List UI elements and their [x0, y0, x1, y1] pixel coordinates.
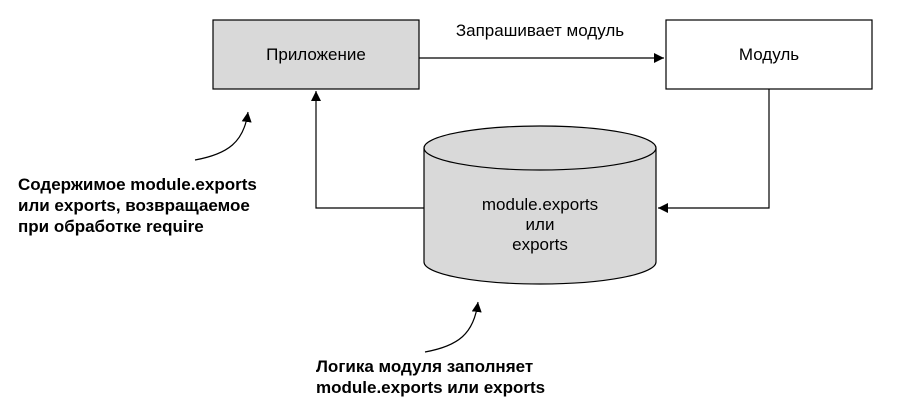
callout-returned-line-3: при обработке require [18, 217, 204, 236]
request-edge: Запрашивает модуль [419, 21, 664, 63]
app-label: Приложение [266, 45, 366, 64]
callout-returned: Содержимое module.exports или exports, в… [18, 175, 257, 236]
callout-returned-line-2: или exports, возвращаемое [18, 196, 250, 215]
app-node: Приложение [212, 19, 420, 90]
callout-fills-line-1: Логика модуля заполняет [316, 357, 533, 376]
cylinder-top [423, 125, 657, 171]
callout-fills: Логика модуля заполняет module.exports и… [316, 357, 545, 397]
cylinder-body [423, 148, 657, 285]
callout-arrow-returned [194, 111, 252, 161]
module-node: Модуль [665, 19, 873, 90]
store-line-1: module.exports [482, 195, 598, 214]
callout-fills-line-2: module.exports или exports [316, 378, 545, 397]
module-box [665, 19, 873, 90]
app-box [212, 19, 420, 90]
store-to-app-arrow [311, 91, 424, 209]
request-label: Запрашивает модуль [456, 21, 624, 40]
module-label: Модуль [739, 45, 799, 64]
callout-returned-line-1: Содержимое module.exports [18, 175, 257, 194]
callout-arrow-fills [424, 301, 482, 353]
module-to-store-arrow [658, 89, 770, 213]
exports-store-node: module.exports или exports [423, 125, 657, 285]
store-line-3: exports [512, 235, 568, 254]
store-line-2: или [526, 215, 555, 234]
